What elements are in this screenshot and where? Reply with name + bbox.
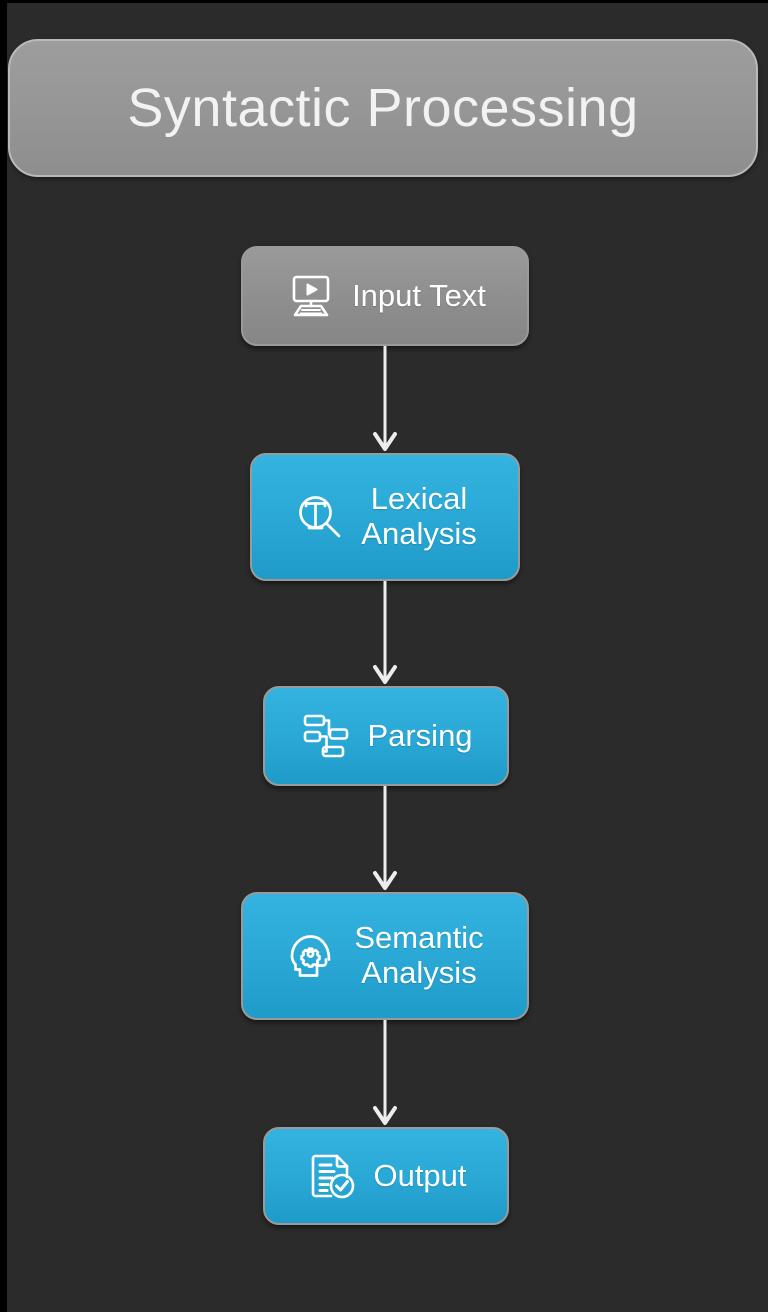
arrow-lexical-to-parsing [369,581,401,686]
flow-node-label: Input Text [352,277,486,313]
flow-node-parsing[interactable]: Parsing [263,686,509,786]
arrow-parsing-to-semantic [369,786,401,892]
flow-node-input-text[interactable]: Input Text [241,246,529,346]
flow-node-output[interactable]: Output [263,1127,509,1225]
page-title-banner: Syntactic Processing [8,39,758,177]
flow-node-label: Lexical Analysis [361,481,477,551]
sitemap-tree-icon [299,709,353,763]
flow-node-label: Semantic Analysis [354,920,484,990]
page-title: Syntactic Processing [127,78,639,138]
magnifier-text-icon [293,490,347,544]
arrow-input-to-lexical [369,346,401,453]
head-gear-icon [286,929,340,983]
document-check-icon [305,1149,359,1203]
flow-node-lexical-analysis[interactable]: Lexical Analysis [250,453,520,581]
arrow-semantic-to-output [369,1020,401,1127]
flow-node-label: Output [373,1157,467,1193]
computer-monitor-play-icon [284,269,338,323]
flow-node-semantic-analysis[interactable]: Semantic Analysis [241,892,529,1020]
flow-node-label: Parsing [367,717,473,753]
